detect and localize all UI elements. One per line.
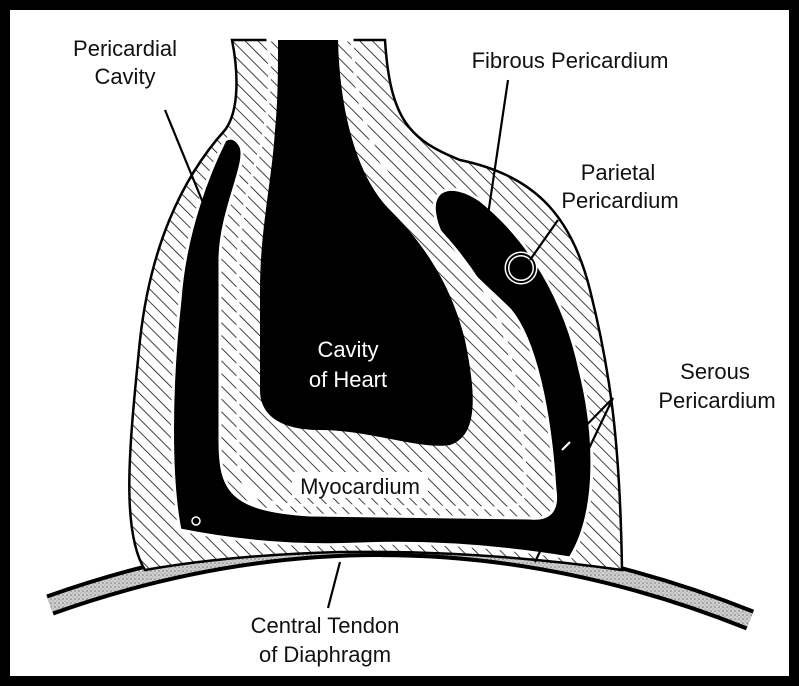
label-myocardium: Myocardium — [300, 474, 420, 499]
label-parietal-pericardium-2: Pericardium — [561, 188, 678, 213]
pericardium-diagram: Pericardial Cavity Fibrous Pericardium P… — [10, 10, 789, 676]
label-cavity-of-heart-1: Cavity — [317, 337, 378, 362]
label-central-tendon-2: of Diaphragm — [259, 642, 391, 667]
diagram-canvas: Pericardial Cavity Fibrous Pericardium P… — [10, 10, 789, 676]
label-pericardial-cavity-2: Cavity — [94, 64, 155, 89]
label-cavity-of-heart-2: of Heart — [309, 367, 387, 392]
leader-central-tendon — [328, 562, 340, 608]
label-pericardial-cavity-1: Pericardial — [73, 36, 177, 61]
label-parietal-pericardium-1: Parietal — [581, 160, 656, 185]
label-serous-pericardium-2: Pericardium — [658, 388, 775, 413]
label-serous-pericardium-1: Serous — [680, 359, 750, 384]
label-central-tendon-1: Central Tendon — [251, 613, 400, 638]
label-fibrous-pericardium: Fibrous Pericardium — [472, 48, 669, 73]
